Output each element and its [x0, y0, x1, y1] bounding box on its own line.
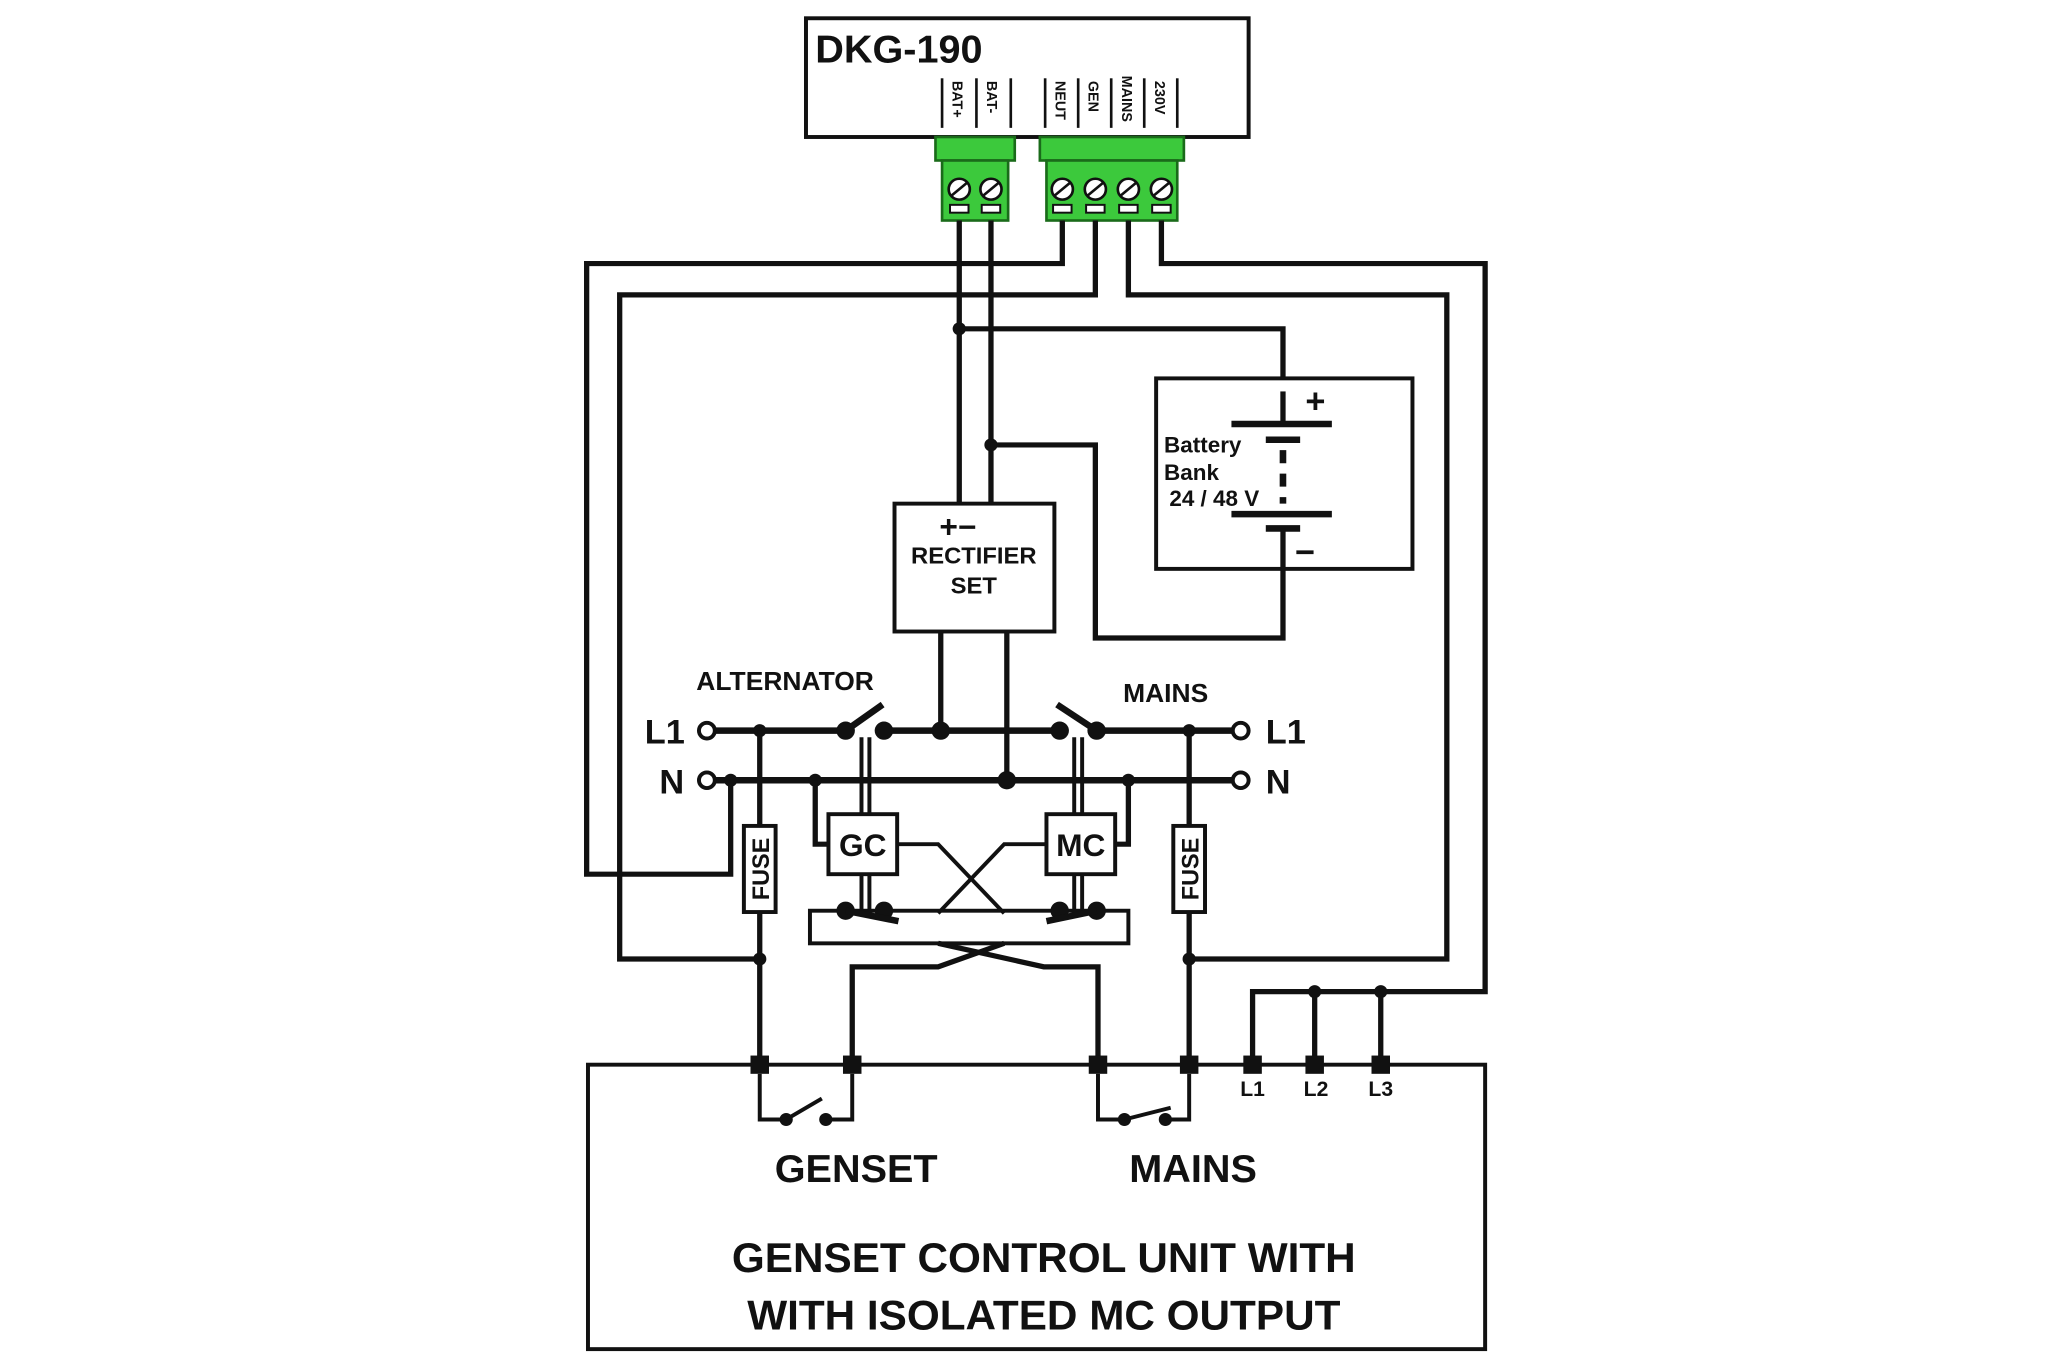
controller-wiring [584, 220, 1488, 1065]
phase-terminal-l3: L3 [1368, 1078, 1393, 1101]
right-l1-label: L1 [1266, 714, 1306, 752]
control-unit-title-line2: WITH ISOLATED MC OUTPUT [747, 1292, 1341, 1339]
control-output-wiring [849, 940, 1101, 1065]
right-n-label: N [1266, 763, 1291, 801]
alternator-label: ALTERNATOR [696, 666, 874, 696]
terminal-label-neut: NEUT [1052, 81, 1068, 120]
battery-label-line2: Bank [1164, 460, 1219, 485]
terminal-label-bat-minus: BAT- [983, 81, 999, 114]
phase-terminal-l2: L2 [1304, 1078, 1329, 1101]
contactors: GC MC [807, 737, 1132, 946]
rectifier-label-line1: RECTIFIER [911, 544, 1036, 570]
battery-label-line1: Battery [1164, 433, 1242, 458]
dkg190-controller: DKG-190 BAT+ BAT- NEUT GEN MAINS 230V [804, 16, 1251, 139]
power-bus: ALTERNATOR MAINS L1 N L1 N [645, 666, 1306, 801]
terminal-label-mains: MAINS [1118, 76, 1134, 123]
terminal-block-ac [1038, 135, 1186, 222]
left-n-label: N [659, 763, 684, 801]
rectifier-label-line2: SET [951, 574, 998, 600]
control-unit-title-line1: GENSET CONTROL UNIT WITH [732, 1234, 1356, 1281]
mc-label: MC [1056, 827, 1105, 863]
terminal-label-230v: 230V [1151, 81, 1167, 115]
genset-control-unit: L1 L2 L3 GENSET MAINS GENSET CONTROL UNI… [585, 1055, 1488, 1352]
mains-output-label: MAINS [1129, 1147, 1257, 1191]
battery-plus-sign: + [1305, 382, 1325, 420]
terminal-label-bat-plus: BAT+ [949, 81, 965, 118]
terminal-label-gen: GEN [1085, 81, 1101, 112]
battery-bank: + − Battery Bank 24 / 48 V [1154, 376, 1415, 572]
terminal-label-separators [940, 78, 1179, 128]
battery-label-line3: 24 / 48 V [1169, 486, 1259, 511]
terminal-block-battery [934, 135, 1017, 222]
battery-minus-sign: − [1295, 534, 1315, 572]
interlock-bar [807, 908, 1131, 946]
left-l1-label: L1 [645, 714, 685, 752]
genset-output-label: GENSET [775, 1147, 938, 1191]
fuse-right-label: FUSE [1178, 838, 1204, 901]
rectifier-box [892, 501, 1057, 634]
phase-terminal-l1: L1 [1240, 1078, 1265, 1101]
mains-bus-label: MAINS [1123, 678, 1208, 708]
rectifier-polarity: +− [939, 509, 976, 545]
gc-label: GC [839, 827, 887, 863]
fuse-left-label: FUSE [749, 838, 775, 901]
rectifier-set: +− RECTIFIER SET [892, 501, 1057, 781]
control-unit-box [585, 1062, 1488, 1352]
controller-title: DKG-190 [815, 28, 982, 72]
fuses: FUSE FUSE [741, 730, 1207, 1065]
controller-box [804, 16, 1251, 139]
